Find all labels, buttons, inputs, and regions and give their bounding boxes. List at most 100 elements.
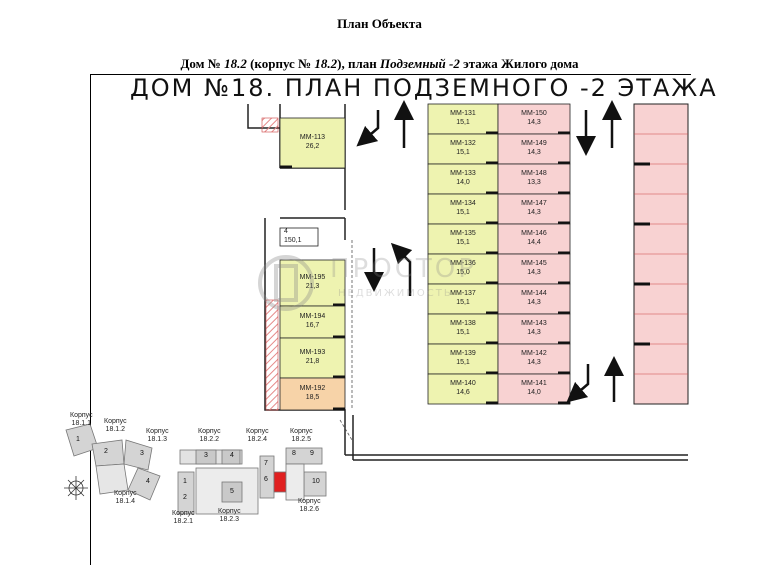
subtitle-part: этажа Жилого дома (459, 56, 579, 71)
space-area: 26,2 (305, 143, 320, 150)
left-parking-block: ММ-11326,24150,1ММ-19521,3ММ-19416,7ММ-1… (279, 117, 346, 411)
hatched-wall-top (261, 117, 279, 133)
space-area: 14,3 (527, 329, 541, 336)
subtitle-part: ), план (337, 56, 380, 71)
building-label-name: Корпус (114, 490, 137, 497)
subtitle-part: 18.2 (314, 56, 338, 71)
space-area: 16,7 (305, 322, 320, 329)
ramp-lines (339, 240, 353, 441)
building-number: 1 (76, 436, 80, 443)
plan-frame (90, 74, 691, 565)
space-area: 21,8 (305, 358, 320, 365)
selected-building-marker (273, 471, 287, 493)
space-id: ММ-136 (450, 260, 476, 267)
space-id: ММ-195 (299, 274, 326, 281)
parking-space[interactable] (427, 343, 499, 375)
arrow-down-turn-left-icon (566, 364, 590, 403)
subtitle-part: (корпус № (246, 56, 315, 71)
space-id: ММ-144 (521, 290, 547, 297)
parking-space[interactable] (497, 103, 571, 135)
space-area: 15,1 (456, 209, 470, 216)
space-area: 18,5 (305, 394, 320, 401)
space-id: ММ-194 (299, 313, 326, 320)
parking-space[interactable] (427, 133, 499, 165)
parking-space-label: ММ-148 13,3 (521, 170, 547, 186)
space-area: 14,3 (527, 359, 541, 366)
parking-space[interactable] (427, 313, 499, 345)
building-label-name: Корпус (146, 428, 169, 435)
building-number: 3 (140, 450, 144, 457)
space-id: ММ-132 (450, 140, 476, 147)
space-area: 14,3 (527, 269, 541, 276)
building-label-number: 18.1.1 (71, 420, 92, 427)
building-number: 5 (230, 488, 234, 495)
space-area: 21,3 (305, 283, 320, 290)
watermark-logo-icon (258, 255, 314, 311)
subtitle-part: Подземный -2 (380, 56, 460, 71)
page-title: План Объекта (337, 16, 422, 31)
space-area: 14,0 (456, 179, 470, 186)
space-area: 14,4 (527, 239, 541, 246)
space-id: ММ-150 (521, 110, 547, 117)
space-id: ММ-137 (450, 290, 476, 297)
space-id: ММ-142 (521, 350, 547, 357)
space-id: ММ-141 (521, 380, 547, 387)
space-id: ММ-131 (450, 110, 476, 117)
parking-space-label: ММ-195 21,3 (299, 274, 326, 290)
parking-space[interactable] (497, 313, 571, 345)
arrow-turn-up-icon (390, 242, 413, 296)
building-label-name: Корпус (298, 498, 321, 505)
parking-space[interactable] (279, 117, 346, 169)
traffic-arrows (356, 100, 624, 403)
hatched-wall-left (265, 299, 279, 411)
parking-space[interactable] (279, 377, 346, 411)
space-area: 13,3 (527, 179, 541, 186)
parking-space[interactable] (497, 223, 571, 255)
space-area: 15,1 (456, 329, 470, 336)
building-label-number: 18.1.4 (115, 498, 136, 505)
space-area: 15,1 (456, 149, 470, 156)
building-label-number: 18.2.6 (299, 506, 320, 513)
parking-space[interactable] (427, 103, 499, 135)
right-zone-door-marks (634, 162, 650, 346)
space-id: ММ-147 (521, 200, 547, 207)
parking-space-label: ММ-137 15,1 (450, 290, 476, 306)
space-id: ММ-148 (521, 170, 547, 177)
building-label-number: 18.2.4 (247, 436, 268, 443)
parking-space[interactable] (497, 373, 571, 405)
parking-space[interactable] (427, 253, 499, 285)
space-area: 15,1 (456, 359, 470, 366)
space-area: 15,0 (456, 269, 470, 276)
building-label-name: Корпус (104, 418, 127, 425)
parking-space[interactable] (427, 373, 499, 405)
space-area: 15,1 (456, 299, 470, 306)
parking-space-label: ММ-138 15,1 (450, 320, 476, 336)
parking-space[interactable] (427, 163, 499, 195)
parking-space[interactable] (279, 305, 346, 339)
space-id: ММ-138 (450, 320, 476, 327)
subtitle-part: Дом № (180, 56, 225, 71)
building-number: 9 (310, 450, 314, 457)
building-label-name: Корпус (218, 508, 241, 515)
building-number: 4 (146, 478, 150, 485)
parking-space[interactable] (279, 337, 346, 379)
parking-space[interactable] (279, 259, 346, 307)
space-id: ММ-113 (299, 134, 326, 141)
parking-space[interactable] (497, 343, 571, 375)
subtitle-part: 18.2 (224, 56, 247, 71)
building-number: 1 (183, 478, 187, 485)
parking-space[interactable] (427, 193, 499, 225)
building-label-number: 18.1.2 (105, 426, 126, 433)
